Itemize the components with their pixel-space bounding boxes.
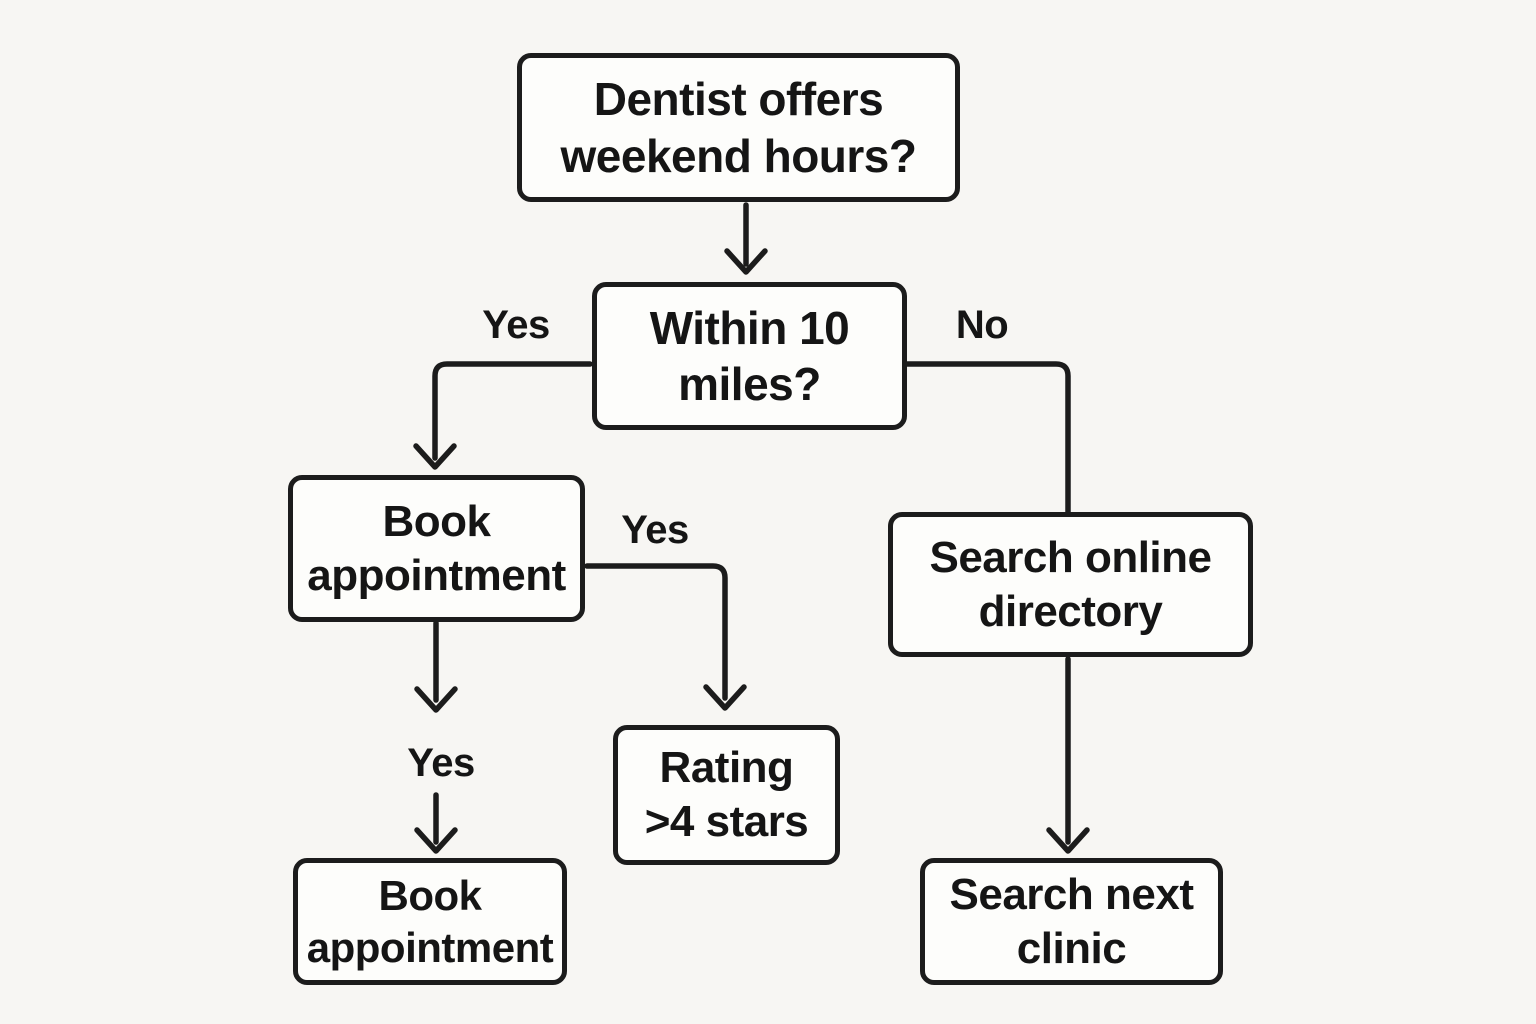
node-text-line: directory <box>978 586 1163 636</box>
connector-book-yes-to-rating <box>584 563 728 701</box>
node-text-line: >4 stars <box>644 797 809 846</box>
node-search-online-directory: Search online directory <box>888 512 1253 657</box>
node-text-line: Search next <box>949 869 1194 919</box>
node-book-appointment: Book appointment <box>288 475 585 622</box>
node-text-line: appointment <box>306 923 554 971</box>
node-search-next-clinic: Search next clinic <box>920 858 1223 985</box>
node-book-appointment-final: Book appointment <box>293 858 567 985</box>
edge-label-yes-within10-left: Yes <box>482 303 550 347</box>
edge-label-yes-book-to-rating: Yes <box>621 508 689 552</box>
arrowhead-book-down <box>414 686 458 713</box>
node-text-line: clinic <box>1016 923 1127 973</box>
node-text-line: Book <box>378 872 483 920</box>
node-text-line: miles? <box>678 358 821 410</box>
node-text-line: Dentist offers <box>593 73 884 126</box>
edge-label-no-within10-right: No <box>955 303 1009 347</box>
edge-label-yes-book-to-book: Yes <box>407 741 475 785</box>
arrowhead-directory-to-nextclinic <box>1046 827 1090 854</box>
arrowhead-yes-to-book2 <box>414 827 458 854</box>
node-rating-4-stars: Rating >4 stars <box>613 725 840 865</box>
arrowhead-within10-yes-to-book <box>413 443 457 470</box>
node-text-line: Within 10 <box>649 301 850 354</box>
node-text-line: Book <box>382 496 492 546</box>
node-text-line: weekend hours? <box>560 129 917 182</box>
arrowhead-dentist-to-within10 <box>724 248 768 275</box>
node-text-line: Rating <box>659 743 794 793</box>
connector-within10-yes-to-book <box>432 361 593 461</box>
node-within-10-miles: Within 10 miles? <box>592 282 907 430</box>
node-dentist-offers-weekend-hours: Dentist offers weekend hours? <box>517 53 960 202</box>
node-text-line: Search online <box>929 532 1212 582</box>
arrowhead-book-yes-to-rating <box>703 684 747 711</box>
connector-within10-no-to-directory <box>904 361 1071 515</box>
node-text-line: appointment <box>307 550 566 600</box>
